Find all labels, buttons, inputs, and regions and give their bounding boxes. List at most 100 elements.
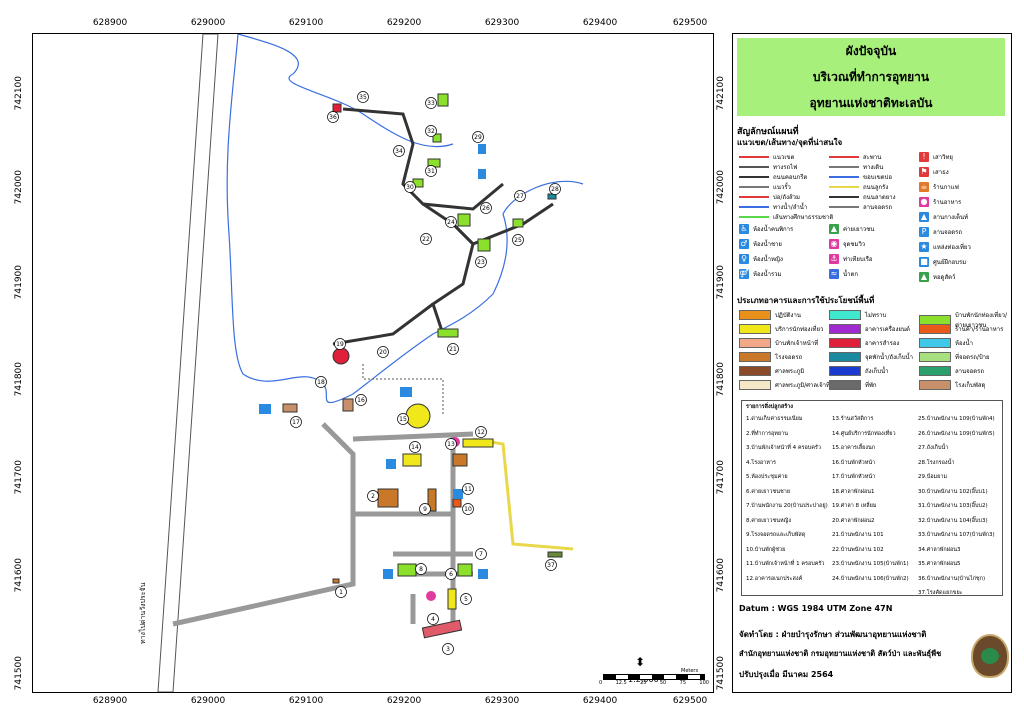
building-number-label: 31	[425, 165, 437, 177]
legend-line-item: ถนนลาดยาง	[829, 192, 896, 202]
legend-symbol-icon: ⚓	[829, 254, 839, 264]
building-number-label: 6	[445, 568, 457, 580]
building-list-item: 1.ด่านเก็บค่าธรรมเนียม	[746, 416, 803, 422]
building-list-item: 10.บ้านพักผู้ช่วย	[746, 546, 786, 553]
legend-building-item: อาคารเครื่องยนต์	[829, 324, 910, 334]
svg-text:36: 36	[329, 114, 337, 121]
legend-line-item: บ่อ/ถังส้วม	[739, 192, 800, 202]
x-tick-label: 629300	[484, 696, 520, 706]
svg-text:8: 8	[419, 566, 423, 573]
title-line-3: อุทยานแห่งชาติทะเลบัน	[809, 96, 933, 110]
building-number-label: 21	[447, 343, 459, 355]
legend-symbol-icon: ♂	[739, 239, 749, 249]
building-list-item: 18.ศาลาพักผ่อน1	[832, 488, 875, 495]
legend-label: อาคารสำรอง	[865, 340, 900, 347]
legend-label: ลานจอดรถ	[955, 368, 985, 375]
y-tick-label: 741800	[716, 362, 726, 397]
color-swatch	[919, 380, 951, 390]
color-swatch	[829, 310, 861, 320]
building-list-heading: รายการสิ่งปลูกสร้าง	[746, 404, 793, 410]
building-list-item: 29.ป้อมยาม	[918, 474, 948, 480]
legend-label: ศูนย์ฝึกอบรม	[933, 259, 967, 266]
building-list-item: 21.บ้านพนักงาน 101	[832, 532, 884, 538]
legend-label: ท่าเทียบเรือ	[843, 256, 873, 263]
building-number-label: 9	[419, 503, 431, 515]
legend-symbol-icon: !	[919, 152, 929, 162]
building-list-item: 20.ศาลาพักผ่อน2	[832, 517, 875, 524]
legend-label: น้ำตก	[843, 271, 858, 278]
line-symbol	[829, 166, 859, 168]
building-list-item: 11.บ้านพักเจ้าหน้าที่ 1 ครอบครัว	[746, 561, 825, 567]
walk-trail	[362, 364, 444, 414]
legend-building-item: ร้านค้า/ร้านอาหาร	[919, 324, 1003, 334]
building-number-label: 30	[404, 181, 416, 193]
building-number-label: 10	[462, 503, 474, 515]
svg-text:26: 26	[482, 205, 490, 212]
legend-point-item: ⚑เสาธง	[919, 167, 949, 177]
building-list-item: 15.อาคารเลี้ยงนก	[832, 445, 876, 451]
building-number-label: 23	[475, 256, 487, 268]
legend-line-item: ถนนลูกรัง	[829, 182, 888, 192]
legend-building-item: อาคารสำรอง	[829, 338, 899, 348]
line-symbol	[739, 196, 769, 198]
color-swatch	[739, 380, 771, 390]
legend-building-item: ไม่ทราบ	[829, 310, 886, 320]
legend-symbol-icon: ▲	[829, 224, 839, 234]
building-number-label: 22	[420, 233, 432, 245]
legend-point-item: ♿ห้องน้ำคนพิการ	[739, 224, 793, 234]
x-tick-label: 629500	[672, 696, 708, 706]
legend-point-item: ⚤ห้องน้ำรวม	[739, 269, 782, 279]
legend-symbol-icon: ★	[919, 242, 929, 252]
building-list-item: 2.ที่ทำการอุทยาน	[746, 430, 788, 437]
legend-point-item: ☕ร้านกาแฟ	[919, 182, 959, 192]
office-text: สำนักอุทยานแห่งชาติ กรมอุทยานแห่งชาติ สั…	[739, 649, 942, 658]
building-list-item: 25.บ้านพนักงาน 109(บ้านพัก4)	[918, 416, 995, 422]
building-list-item: 8.ค่ายเยาวชนหญิง	[746, 517, 792, 524]
legend-point-item: ≈น้ำตก	[829, 269, 858, 279]
svg-text:35: 35	[359, 94, 367, 101]
color-swatch	[919, 338, 951, 348]
building-heading: ประเภทอาคารและการใช้ประโยชน์พื้นที่	[737, 296, 875, 305]
svg-text:15: 15	[399, 416, 407, 423]
color-swatch	[739, 366, 771, 376]
legend-line-item: แนวเขต	[739, 152, 794, 162]
y-tick-label: 741600	[716, 558, 726, 593]
legend-symbol-icon: P	[919, 227, 929, 237]
x-tick-label: 628900	[92, 18, 128, 28]
legend-label: บ้านพักเจ้าหน้าที่	[775, 340, 819, 347]
legend-building-item: ศาลพระภูมิ	[739, 366, 804, 376]
legend-label: ห้องน้ำรวม	[753, 271, 782, 278]
legend-label: ทางรถไฟ	[773, 164, 798, 171]
main-road	[157, 34, 219, 692]
legend-point-item: !เสาวิทยุ	[919, 152, 953, 162]
building-number-label: 33	[425, 97, 437, 109]
svg-text:23: 23	[477, 259, 485, 266]
building-list-item: 7.บ้านพนักงาน 20(บ้านประปาอยู่)	[746, 503, 828, 509]
legend-subheading: แนวเขต/เส้นทาง/จุดที่น่าสนใจ	[737, 138, 843, 147]
building-list-item: 12.อาคารอเนกประสงค์	[746, 575, 803, 582]
x-tick-label: 629200	[386, 18, 422, 28]
scale-bar	[603, 674, 705, 680]
datum-text: Datum : WGS 1984 UTM Zone 47N	[739, 604, 893, 613]
svg-text:22: 22	[422, 236, 430, 243]
building-number-label: 1	[335, 586, 347, 598]
legend-label: แนวรั้ว	[773, 184, 791, 191]
svg-text:28: 28	[551, 186, 559, 193]
legend-label: จุดพักน้ำ/ถังเก็บน้ำ	[865, 354, 914, 361]
legend-symbol-icon: ☕	[919, 182, 929, 192]
color-swatch	[739, 338, 771, 348]
y-tick-label: 742000	[14, 170, 24, 205]
legend-label: เส้นทางศึกษาธรรมชาติ	[773, 214, 834, 221]
scale-unit: Meters	[681, 668, 699, 674]
color-swatch	[829, 380, 861, 390]
x-tick-label: 629100	[288, 696, 324, 706]
building-list-item: 32.บ้านพนักงาน 104(อิ๊บบ3)	[918, 517, 988, 524]
color-swatch	[919, 352, 951, 362]
line-symbol	[739, 156, 769, 158]
svg-text:27: 27	[516, 193, 524, 200]
building-list-item: 3.บ้านพักเจ้าหน้าที่ 4 ครอบครัว	[746, 445, 821, 451]
building-number-label: 14	[409, 441, 421, 453]
legend-building-item: โรงเก็บพัสดุ	[919, 380, 985, 390]
